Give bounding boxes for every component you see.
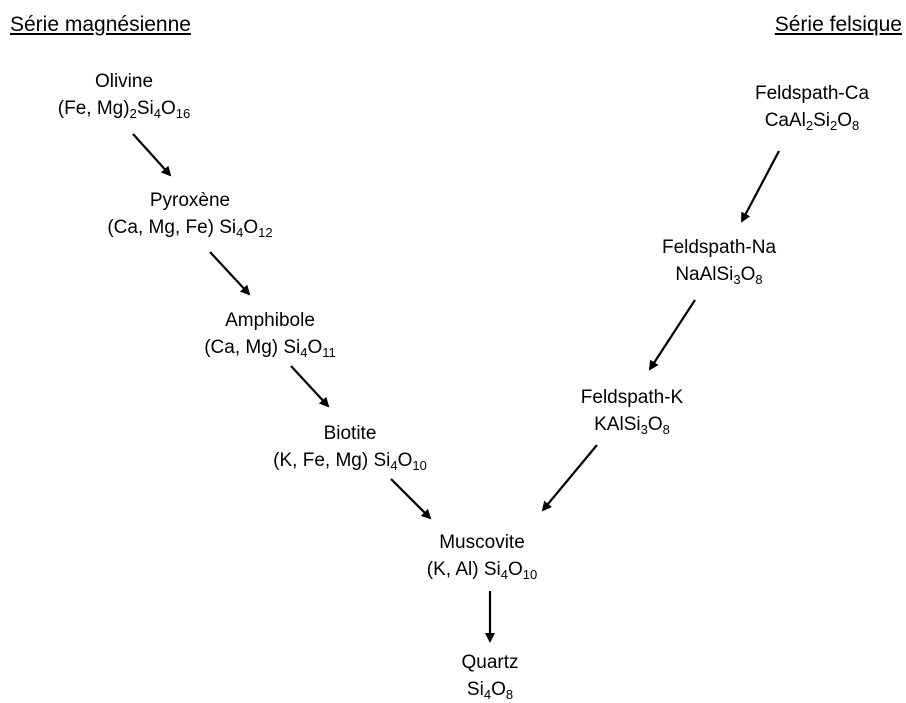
formula-text: O <box>397 450 413 471</box>
series-title-felsic: Série felsique <box>774 13 902 36</box>
mineral-name: Feldspath-Na <box>661 237 777 258</box>
mineral-name: Biotite <box>323 423 377 444</box>
formula-subscript: 4 <box>153 106 161 121</box>
formula-text: (K, Al) Si <box>426 559 501 580</box>
formula-subscript: 10 <box>522 567 538 582</box>
mineral-formula: CaAl2Si2O8 <box>755 107 869 134</box>
series-title-magnesian: Série magnésienne <box>10 13 191 36</box>
mineral-feldspath-ca: Feldspath-Ca CaAl2Si2O8 <box>755 80 869 134</box>
arrow-olivine-to-pyroxene <box>132 133 172 177</box>
formula-text: NaAlSi <box>675 264 734 285</box>
mineral-formula: (K, Al) Si4O10 <box>427 556 537 583</box>
formula-subscript: 4 <box>483 687 492 702</box>
formula-subscript: 10 <box>412 458 427 473</box>
mineral-quartz: Quartz Si4O8 <box>461 649 518 703</box>
formula-text: (Fe, Mg) <box>57 98 130 119</box>
mineral-name: Muscovite <box>439 532 525 553</box>
formula-subscript: 8 <box>852 118 860 133</box>
formula-text: (K, Fe, Mg) Si <box>273 450 391 471</box>
mineral-name: Quartz <box>461 652 519 673</box>
formula-subscript: 4 <box>300 345 308 360</box>
formula-subscript: 4 <box>500 567 508 582</box>
formula-subscript: 8 <box>505 687 514 702</box>
formula-subscript: 2 <box>805 118 814 133</box>
mineral-amphibole: Amphibole (Ca, Mg) Si4O11 <box>204 307 336 361</box>
formula-text: O <box>647 414 663 435</box>
mineral-biotite: Biotite (K, Fe, Mg) Si4O10 <box>273 420 427 474</box>
mineral-feldspath-na: Feldspath-Na NaAlSi3O8 <box>662 234 776 288</box>
formula-text: O <box>307 337 323 358</box>
arrow-pyroxene-to-amphibole <box>209 251 251 296</box>
mineral-name: Amphibole <box>225 310 315 331</box>
mineral-formula: (Fe, Mg)2Si4O16 <box>58 95 190 122</box>
formula-text: O <box>507 559 523 580</box>
mineral-olivine: Olivine (Fe, Mg)2Si4O16 <box>58 68 190 122</box>
mineral-name: Olivine <box>94 71 154 92</box>
arrow-feldspath-k-to-muscovite <box>541 444 598 512</box>
mineral-formula: Si4O8 <box>461 676 518 703</box>
formula-text: O <box>740 264 756 285</box>
formula-text: CaAl <box>764 110 806 131</box>
arrow-biotite-to-muscovite <box>390 478 432 520</box>
formula-subscript: 8 <box>755 272 763 287</box>
formula-text: Si <box>466 679 484 700</box>
formula-subscript: 4 <box>236 225 244 240</box>
mineral-formula: (K, Fe, Mg) Si4O10 <box>273 447 427 474</box>
formula-subscript: 8 <box>662 422 670 437</box>
formula-text: (Ca, Mg, Fe) Si <box>107 217 237 238</box>
formula-text: Si <box>136 98 154 119</box>
arrow-amphibole-to-biotite <box>290 365 330 408</box>
mineral-formula: KAlSi3O8 <box>581 411 683 438</box>
formula-text: Si <box>813 110 831 131</box>
mineral-feldspath-k: Feldspath-K KAlSi3O8 <box>581 384 683 438</box>
mineral-formula: (Ca, Mg, Fe) Si4O12 <box>107 214 272 241</box>
formula-text: (Ca, Mg) Si <box>204 337 301 358</box>
mineral-formula: (Ca, Mg) Si4O11 <box>204 334 336 361</box>
mineral-name: Feldspath-K <box>580 387 684 408</box>
mineral-name: Pyroxène <box>149 190 231 211</box>
arrow-feldspath-ca-to-feldspath-na <box>741 150 780 223</box>
mineral-muscovite: Muscovite (K, Al) Si4O10 <box>427 529 537 583</box>
formula-subscript: 12 <box>258 225 273 240</box>
formula-subscript: 3 <box>733 272 741 287</box>
formula-subscript: 4 <box>390 458 398 473</box>
formula-text: O <box>837 110 853 131</box>
formula-text: O <box>491 679 506 700</box>
formula-subscript: 3 <box>640 422 648 437</box>
formula-subscript: 11 <box>322 345 336 360</box>
arrow-feldspath-na-to-feldspath-k <box>648 299 696 371</box>
formula-subscript: 2 <box>129 106 137 121</box>
mineral-pyroxene: Pyroxène (Ca, Mg, Fe) Si4O12 <box>107 187 272 241</box>
formula-text: KAlSi <box>594 414 641 435</box>
mineral-name: Feldspath-Ca <box>754 83 870 104</box>
formula-text: O <box>160 98 176 119</box>
formula-subscript: 16 <box>175 106 191 121</box>
mineral-formula: NaAlSi3O8 <box>662 261 776 288</box>
formula-text: O <box>243 217 259 238</box>
formula-subscript: 2 <box>830 118 838 133</box>
